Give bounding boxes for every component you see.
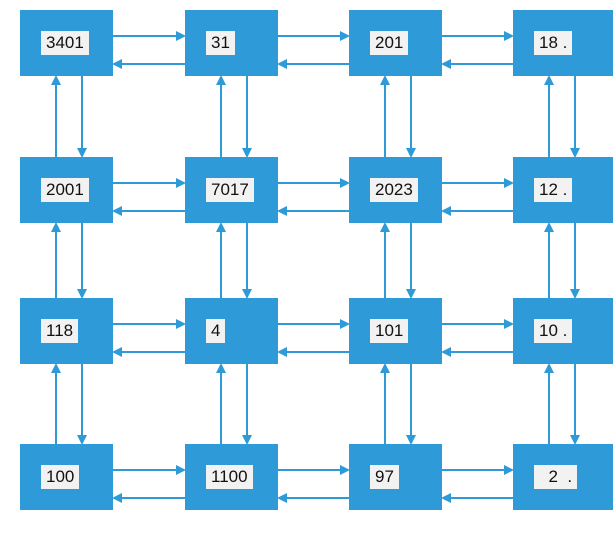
node-label: 201 <box>370 31 409 55</box>
node-r2-c4: 12 . <box>513 157 613 223</box>
node-r3-c4: 10 . <box>513 298 613 364</box>
node-label: 3401 <box>41 31 89 55</box>
node-label: 7017 <box>206 178 254 202</box>
node-label: 100 <box>41 465 80 489</box>
node-r1-c4: 18 . <box>513 10 613 76</box>
node-label: 2001 <box>41 178 89 202</box>
node-r4-c4: 2 . <box>513 444 613 510</box>
node-label: 4 <box>206 319 226 343</box>
node-label: 31 <box>206 31 235 55</box>
node-r4-c2: 1100 <box>185 444 278 510</box>
node-r3-c3: 101 <box>349 298 442 364</box>
node-label: 1100 <box>206 465 253 489</box>
node-r1-c1: 3401 <box>20 10 113 76</box>
node-label: 18 . <box>534 31 573 55</box>
node-label: 97 <box>370 465 399 489</box>
node-r2-c1: 2001 <box>20 157 113 223</box>
node-r1-c3: 201 <box>349 10 442 76</box>
node-label: 118 <box>41 319 79 343</box>
node-r2-c3: 2023 <box>349 157 442 223</box>
node-r2-c2: 7017 <box>185 157 278 223</box>
node-r3-c1: 118 <box>20 298 113 364</box>
node-r4-c3: 97 <box>349 444 442 510</box>
node-label: 2 . <box>534 465 578 489</box>
node-label: 12 . <box>534 178 573 202</box>
node-r4-c1: 100 <box>20 444 113 510</box>
node-label: 101 <box>370 319 409 343</box>
node-r1-c2: 31 <box>185 10 278 76</box>
node-label: 2023 <box>370 178 418 202</box>
node-r3-c2: 4 <box>185 298 278 364</box>
node-label: 10 . <box>534 319 573 343</box>
